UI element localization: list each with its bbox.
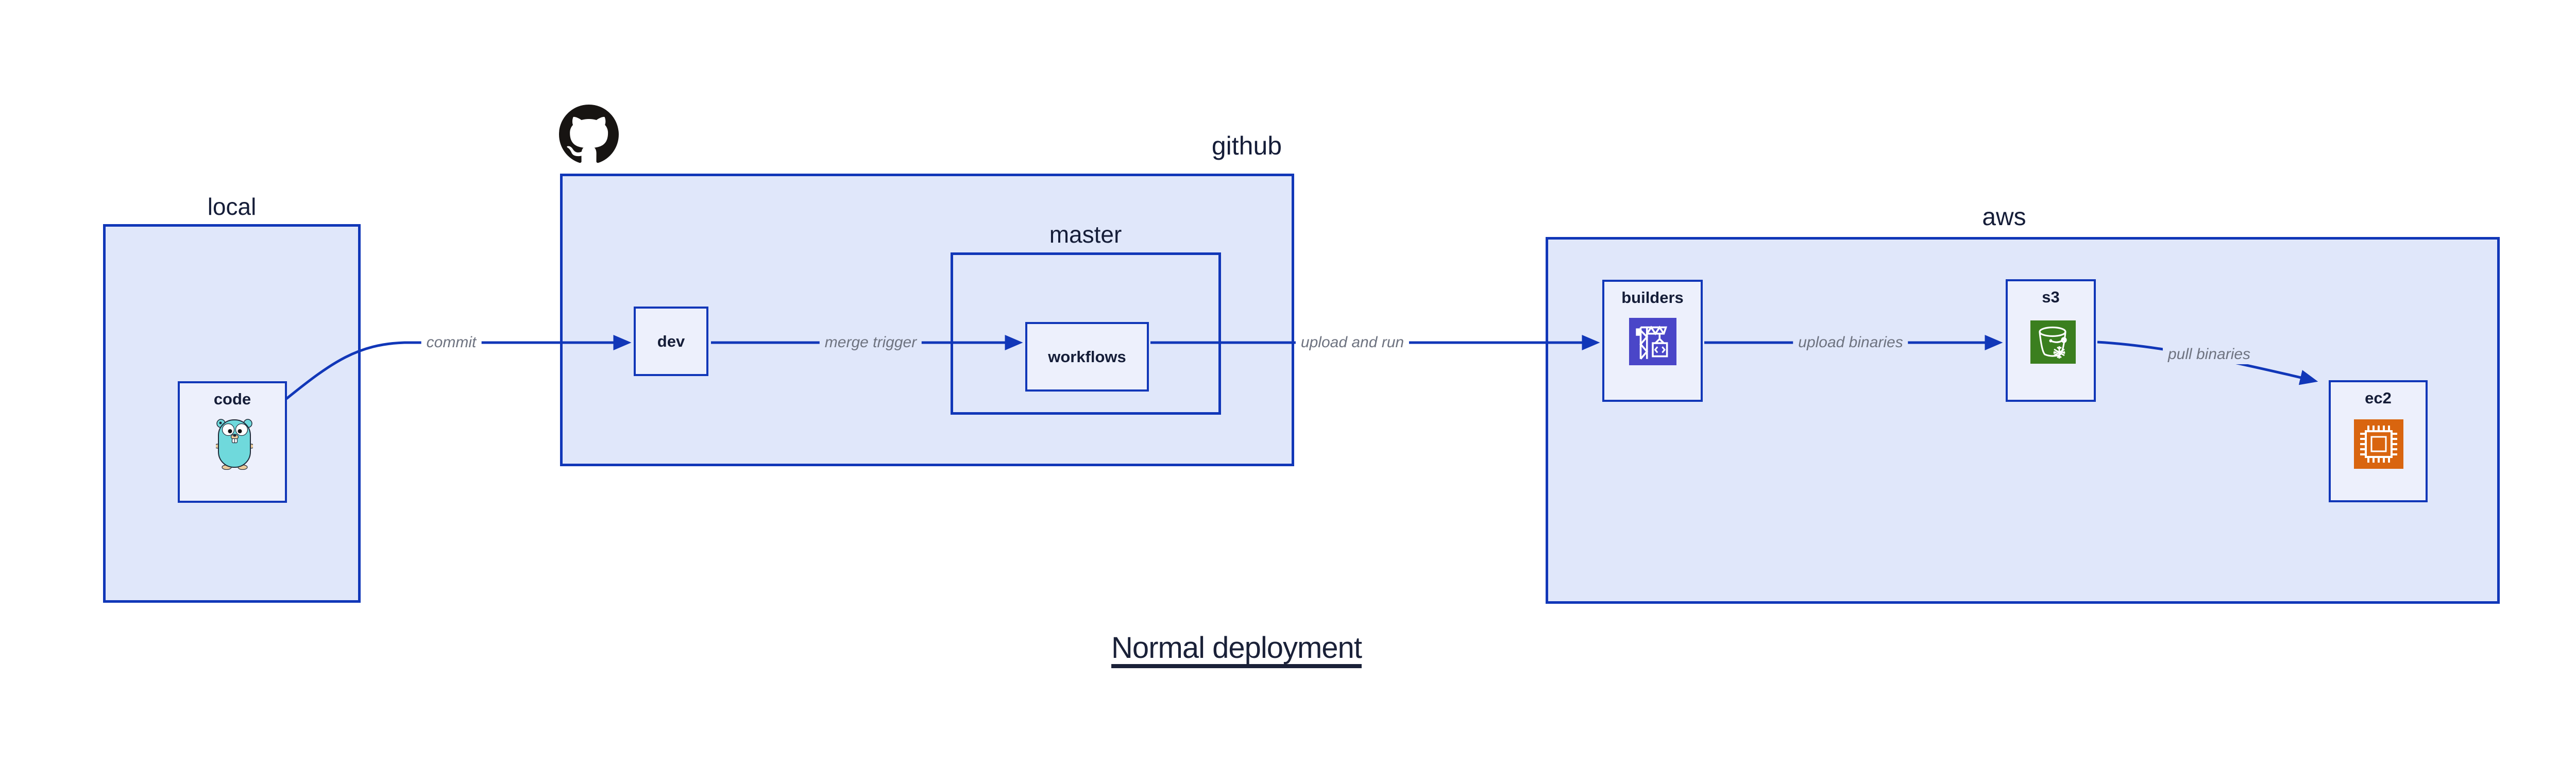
edge-label-upload-binaries: upload binaries bbox=[1793, 333, 1908, 352]
node-workflows: workflows bbox=[1025, 322, 1149, 392]
node-dev-label: dev bbox=[657, 332, 685, 350]
github-octocat-icon bbox=[558, 105, 619, 164]
node-s3: s3 bbox=[2006, 279, 2096, 402]
node-ec2-label: ec2 bbox=[2365, 389, 2392, 407]
node-builders: builders bbox=[1602, 280, 1703, 402]
group-label-local: local bbox=[207, 193, 257, 220]
diagram-title: Normal deployment bbox=[1111, 631, 1362, 665]
edge-label-merge-trigger: merge trigger bbox=[819, 333, 922, 352]
group-label-aws: aws bbox=[1982, 203, 2026, 231]
edge-label-pull-binaries: pull binaries bbox=[2162, 345, 2256, 364]
group-label-github: github bbox=[1211, 131, 1282, 160]
edge-label-upload-and-run: upload and run bbox=[1295, 333, 1410, 352]
node-ec2: ec2 bbox=[2329, 380, 2428, 502]
node-workflows-label: workflows bbox=[1048, 347, 1126, 366]
node-s3-label: s3 bbox=[2042, 288, 2060, 306]
node-builders-label: builders bbox=[1621, 288, 1684, 307]
group-label-master: master bbox=[1049, 221, 1122, 248]
node-dev: dev bbox=[634, 307, 708, 376]
s3-bucket-snowflake-icon bbox=[2030, 320, 2076, 366]
edge-label-commit: commit bbox=[421, 333, 482, 352]
node-code: code bbox=[178, 381, 287, 503]
codebuild-crane-icon bbox=[1629, 318, 1676, 368]
go-gopher-icon bbox=[214, 415, 255, 472]
ec2-chip-icon bbox=[2354, 419, 2403, 471]
node-code-label: code bbox=[213, 390, 251, 408]
